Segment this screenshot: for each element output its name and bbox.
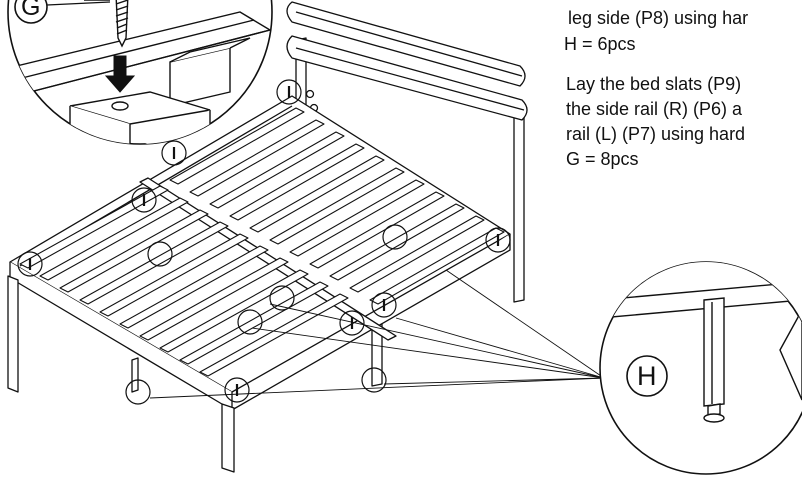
bed-frame: [7, 1, 528, 473]
instruction-line: rail (L) (P7) using hard: [566, 124, 746, 144]
leg-detail-inset: [599, 261, 802, 475]
hardware-quantity: G = 8pcs: [566, 149, 639, 169]
insert-arrow-icon: [104, 55, 136, 93]
leader-lines: [149, 269, 605, 399]
screw-heads: [28, 86, 500, 396]
instruction-line: the side rail (R) (P6) a: [566, 99, 743, 119]
screw-points: [17, 79, 511, 405]
hardware-quantity: H = 6pcs: [564, 34, 636, 54]
screw-callout-label: G: [21, 0, 41, 21]
instruction-step-slats: Lay the bed slats (P9) the side rail (R)…: [566, 72, 745, 172]
instruction-line: Lay the bed slats (P9): [566, 74, 742, 94]
instruction-line: leg side (P8) using har: [568, 8, 749, 28]
screw-detail-inset: [7, 0, 273, 145]
leg-callout-label: H: [637, 361, 657, 391]
